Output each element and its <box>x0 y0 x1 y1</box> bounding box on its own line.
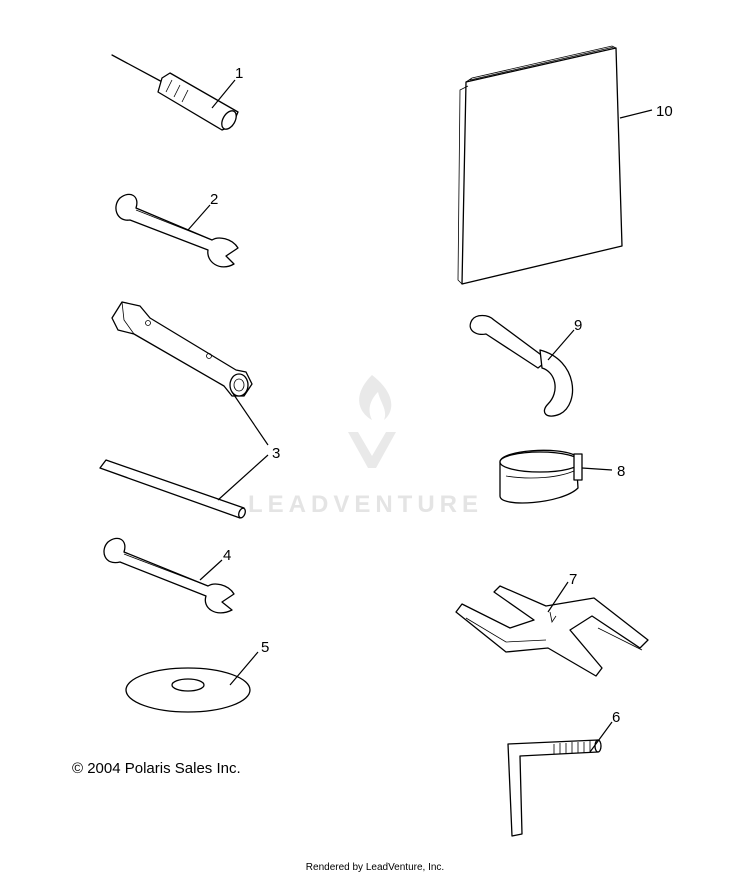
callout-10: 10 <box>656 103 673 120</box>
callout-2: 2 <box>210 191 218 208</box>
box-wrench-part <box>111 301 253 397</box>
copyright-notice: © 2004 Polaris Sales Inc. <box>72 760 241 777</box>
small-wrench-part <box>103 537 235 614</box>
leader-lines <box>187 79 653 753</box>
disc-part <box>125 667 251 713</box>
wrench-part <box>115 193 239 268</box>
strap-roll-part <box>499 449 583 504</box>
flame-logo-icon <box>359 375 392 420</box>
watermark-text: LEADVENTURE <box>248 491 483 518</box>
v-logo-icon <box>348 432 396 468</box>
callout-7: 7 <box>569 571 577 588</box>
callout-4: 4 <box>223 547 231 564</box>
callout-3: 3 <box>272 445 280 462</box>
callout-5: 5 <box>261 639 269 656</box>
watermark: LEADVENTURE <box>248 375 483 518</box>
manual-part <box>457 45 623 285</box>
callout-9: 9 <box>574 317 582 334</box>
callout-1: 1 <box>235 65 243 82</box>
callout-6: 6 <box>612 709 620 726</box>
tommy-bar-part <box>99 459 246 519</box>
callout-8: 8 <box>617 463 625 480</box>
screwdriver-part <box>111 54 239 131</box>
hex-key-part <box>507 739 602 837</box>
render-credit: Rendered by LeadVenture, Inc. <box>305 862 445 873</box>
compressor-plate-part <box>455 585 649 677</box>
spanner-part <box>469 314 574 417</box>
